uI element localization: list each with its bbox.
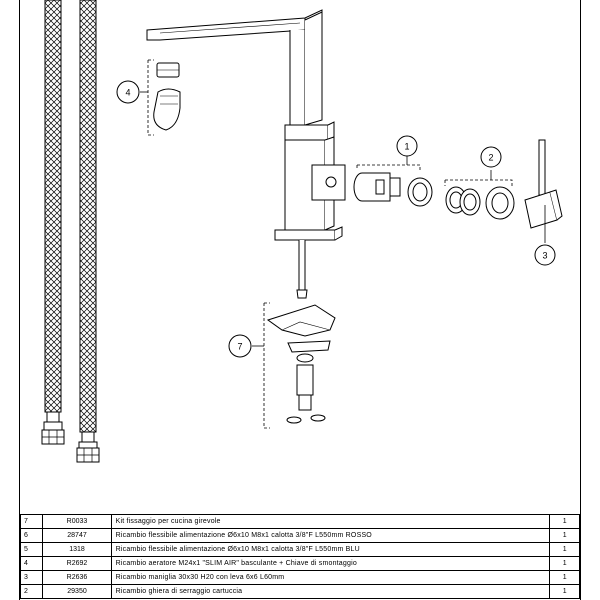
row-description: Ricambio flessibile alimentazione Ø6x10 … — [110, 542, 551, 557]
row-position: 2 — [19, 584, 44, 599]
table-row: 6 28747 Ricambio flessibile alimentazion… — [19, 528, 580, 543]
cartridge — [353, 172, 433, 207]
flexible-hose-left — [41, 0, 65, 445]
row-quantity: 1 — [549, 542, 580, 557]
aerator — [153, 62, 181, 131]
row-description: Ricambio maniglia 30x30 H20 con leva 6x6… — [110, 570, 551, 585]
callout-1-label: 1 — [404, 142, 409, 152]
callout-3-label: 3 — [542, 251, 547, 261]
row-position: 7 — [19, 514, 44, 529]
faucet-body — [146, 9, 346, 299]
row-quantity: 1 — [549, 584, 580, 599]
callout-4-label: 4 — [125, 88, 130, 98]
table-row: 4 R2692 Ricambio aeratore M24x1 "SLIM AI… — [19, 556, 580, 571]
row-code: R2636 — [42, 570, 112, 585]
callout-1: 1 — [396, 135, 418, 157]
row-quantity: 1 — [549, 556, 580, 571]
row-description: Ricambio aeratore M24x1 "SLIM AIR" bascu… — [110, 556, 551, 571]
frame-left-border — [19, 0, 20, 600]
ring-nut-set — [445, 186, 515, 220]
table-row: 2 29350 Ricambio ghiera di serraggio car… — [19, 584, 580, 599]
parts-table: 7 R0033 Kit fissaggio per cucina girevol… — [19, 514, 580, 599]
callout-3: 3 — [534, 244, 556, 266]
handle — [524, 139, 563, 229]
row-code: 28747 — [42, 528, 112, 543]
row-quantity: 1 — [549, 514, 580, 529]
callout-7: 7 — [228, 334, 252, 358]
row-code: 1318 — [42, 542, 112, 557]
table-row: 7 R0033 Kit fissaggio per cucina girevol… — [19, 514, 580, 529]
row-position: 5 — [19, 542, 44, 557]
row-quantity: 1 — [549, 570, 580, 585]
row-quantity: 1 — [549, 528, 580, 543]
callout-4: 4 — [116, 80, 140, 104]
fixing-kit — [266, 304, 336, 424]
row-position: 4 — [19, 556, 44, 571]
row-description: Kit fissaggio per cucina girevole — [110, 514, 551, 529]
flexible-hose-right — [76, 0, 100, 463]
frame-right-border — [580, 0, 581, 600]
callout-7-label: 7 — [237, 342, 242, 352]
callout-2-label: 2 — [488, 153, 493, 163]
callout-2: 2 — [480, 146, 502, 168]
row-position: 6 — [19, 528, 44, 543]
row-description: Ricambio flessibile alimentazione Ø6x10 … — [110, 528, 551, 543]
table-row: 5 1318 Ricambio flessibile alimentazione… — [19, 542, 580, 557]
row-code: R2692 — [42, 556, 112, 571]
row-position: 3 — [19, 570, 44, 585]
row-code: 29350 — [42, 584, 112, 599]
exploded-view-drawing: 1 2 3 4 7 — [41, 0, 563, 463]
table-row: 3 R2636 Ricambio maniglia 30x30 H20 con … — [19, 570, 580, 585]
leader-lines — [140, 59, 546, 429]
row-code: R0033 — [42, 514, 112, 529]
row-description: Ricambio ghiera di serraggio cartuccia — [110, 584, 551, 599]
